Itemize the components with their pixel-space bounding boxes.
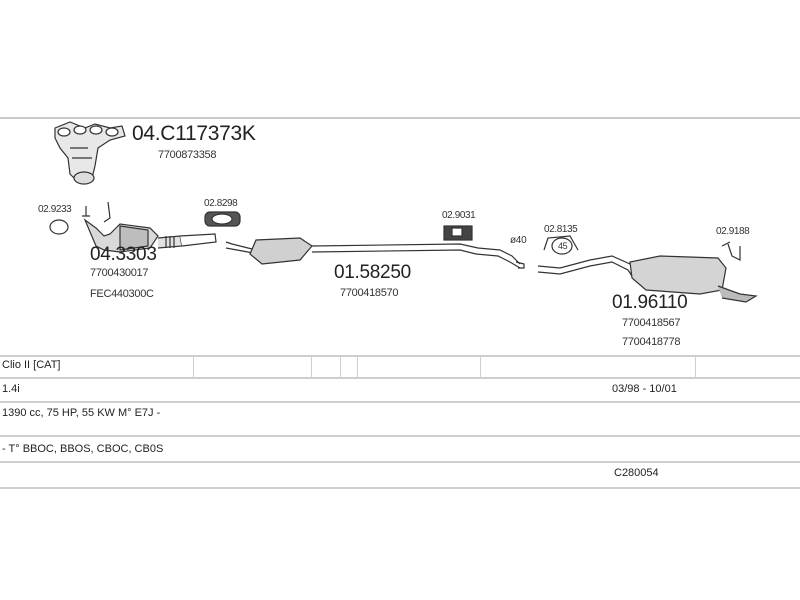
- clamp-1-drawing: [204, 211, 241, 227]
- exhaust-drawing: [49, 121, 758, 303]
- manifold-oem: 7700873358: [158, 149, 217, 161]
- catalyst-oem: 7700430017: [90, 267, 149, 279]
- mid-pipe-drawing: [225, 237, 525, 269]
- table-row: C280054: [0, 461, 800, 489]
- manifold-drawing: [54, 121, 126, 185]
- table-row: 1390 cc, 75 HP, 55 KW M° E7J -: [0, 401, 800, 437]
- rear-muffler-oem-1: 7700418567: [622, 317, 681, 329]
- catalog-number: C280054: [614, 467, 659, 479]
- clamp-2-inner: 45: [558, 241, 568, 251]
- clamp-1-inner: 45: [217, 214, 227, 224]
- catalyst-code: 04.3303: [90, 244, 157, 265]
- clamp-1-code: 02.8298: [204, 198, 238, 209]
- mid-pipe-code: 01.58250: [334, 262, 411, 283]
- gasket-ring-drawing: [49, 219, 69, 235]
- hanger-2-drawing: [721, 241, 741, 261]
- table-row: 1.4i 03/98 - 10/01: [0, 377, 800, 403]
- vehicle-spec: 1390 cc, 75 HP, 55 KW M° E7J -: [2, 407, 161, 419]
- clamp-2-drawing: [543, 235, 579, 255]
- rear-muffler-code: 01.96110: [612, 292, 688, 313]
- rear-muffler-drawing: [537, 255, 758, 303]
- manifold-code: 04.C117373K: [132, 122, 256, 145]
- mid-pipe-oem: 7700418570: [340, 287, 399, 299]
- vehicle-model: Clio II [CAT]: [2, 359, 61, 371]
- clamp-2-code: 02.8135: [544, 224, 578, 235]
- table-row: - T° BBOC, BBOS, CBOC, CB0S: [0, 435, 800, 463]
- hanger-2-code: 02.9188: [716, 226, 750, 237]
- rear-muffler-oem-2: 7700418778: [622, 336, 681, 348]
- gasket-ring-code: 02.9233: [38, 204, 72, 215]
- catalyst-drawing: [83, 218, 217, 253]
- pipe-diameter: ø40: [510, 235, 527, 246]
- vehicle-types: - T° BBOC, BBOS, CBOC, CB0S: [2, 443, 164, 455]
- hanger-1-drawing: [443, 225, 473, 241]
- vehicle-years: 03/98 - 10/01: [612, 383, 677, 395]
- catalyst-ref: FEC440300C: [90, 288, 154, 300]
- exhaust-diagram: 04.C117373K 7700873358 02.9233 02.8298 4…: [0, 118, 800, 358]
- vehicle-engine: 1.4i: [2, 383, 20, 395]
- top-border: [0, 117, 800, 119]
- table-row: Clio II [CAT]: [0, 355, 800, 379]
- hanger-1-code: 02.9031: [442, 210, 476, 221]
